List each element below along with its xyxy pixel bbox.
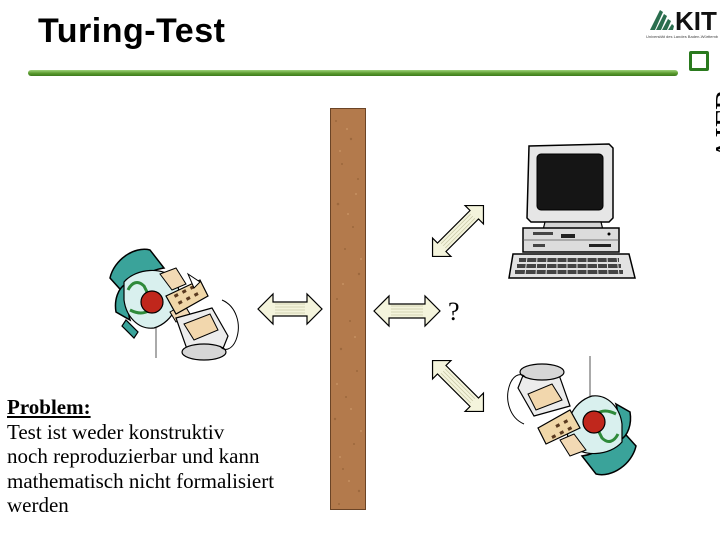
wall-texture [331, 109, 365, 509]
problem-heading: Problem: [7, 395, 327, 420]
problem-line: mathematisch nicht formalisiert [7, 469, 327, 494]
aifb-logo: AIFB [684, 48, 720, 160]
question-mark: ? [448, 297, 460, 327]
aifb-logo-square [689, 51, 709, 71]
problem-line: Test ist weder konstruktiv [7, 420, 327, 445]
hidden-person-icon [500, 350, 642, 485]
kit-logo-text: KIT [675, 6, 717, 34]
kit-logo-subtitle: Universität des Landes Baden-Württemberg [646, 34, 718, 40]
title-rule [28, 70, 678, 76]
right-double-arrow [372, 294, 442, 328]
left-double-arrow [256, 292, 324, 326]
lower-diagonal-double-arrow [420, 348, 496, 424]
kit-logo-mark: KIT [646, 4, 718, 34]
computer-icon [505, 140, 640, 285]
problem-line: noch reproduzierbar und kann [7, 444, 327, 469]
slide-title: Turing-Test [38, 12, 225, 51]
aifb-logo-text: AIFB [710, 89, 720, 160]
upper-diagonal-double-arrow [420, 193, 496, 269]
separating-wall [330, 108, 366, 510]
interrogator-person-icon [104, 240, 246, 365]
problem-line: werden [7, 493, 327, 518]
kit-logo: KIT Universität des Landes Baden-Württem… [646, 4, 718, 42]
problem-text-block: Problem: Test ist weder konstruktiv noch… [7, 395, 327, 518]
